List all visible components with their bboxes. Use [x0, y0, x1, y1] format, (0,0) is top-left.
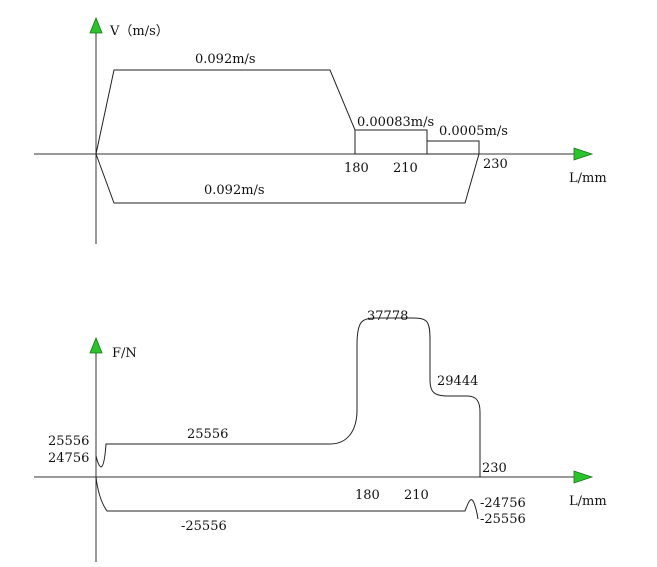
force-tick-180: 180: [355, 488, 380, 503]
velocity-tick-230: 230: [483, 157, 508, 172]
force-return-curve: [95, 476, 479, 520]
velocity-slow-segment-2: [426, 140, 480, 155]
velocity-return-speed-label: 0.092m/s: [204, 183, 265, 198]
force-y-axis-arrow-icon: [89, 336, 103, 354]
force-y-axis-label: F/N: [112, 346, 137, 361]
force-forward-label: 25556: [187, 427, 228, 442]
force-diagram: F/N L/mm 37778 29444 25556 25556 24756 -…: [34, 309, 607, 562]
force-mid-label: 29444: [437, 374, 478, 389]
force-end-upper-label: -24756: [480, 496, 526, 511]
velocity-diagram: V（m/s） L/mm 0.092m/s 0.00083m/s 0.0005m/…: [34, 16, 607, 244]
velocity-x-axis-label: L/mm: [569, 171, 607, 186]
velocity-slow-speed-2-label: 0.0005m/s: [439, 124, 508, 139]
force-tick-230: 230: [482, 461, 507, 476]
force-peak-label: 37778: [367, 309, 408, 324]
force-start-lower-label: 24756: [48, 451, 89, 466]
force-start-upper-label: 25556: [48, 434, 89, 449]
velocity-forward-speed-label: 0.092m/s: [195, 52, 256, 67]
force-forward-curve: [95, 317, 481, 477]
velocity-tick-210: 210: [393, 161, 418, 176]
velocity-slow-speed-1-label: 0.00083m/s: [357, 115, 434, 130]
velocity-forward-profile: [95, 69, 356, 155]
velocity-y-axis-label: V（m/s）: [109, 24, 169, 39]
velocity-tick-180: 180: [344, 161, 369, 176]
force-x-axis-arrow-icon: [573, 470, 594, 484]
velocity-return-profile: [95, 153, 480, 204]
velocity-slow-segment-1: [354, 129, 428, 155]
force-x-axis-label: L/mm: [569, 494, 607, 509]
force-tick-210: 210: [404, 488, 429, 503]
velocity-y-axis-arrow-icon: [89, 16, 103, 34]
force-return-label: -25556: [181, 519, 227, 534]
force-end-lower-label: -25556: [480, 512, 526, 527]
velocity-x-axis-arrow-icon: [573, 147, 594, 161]
